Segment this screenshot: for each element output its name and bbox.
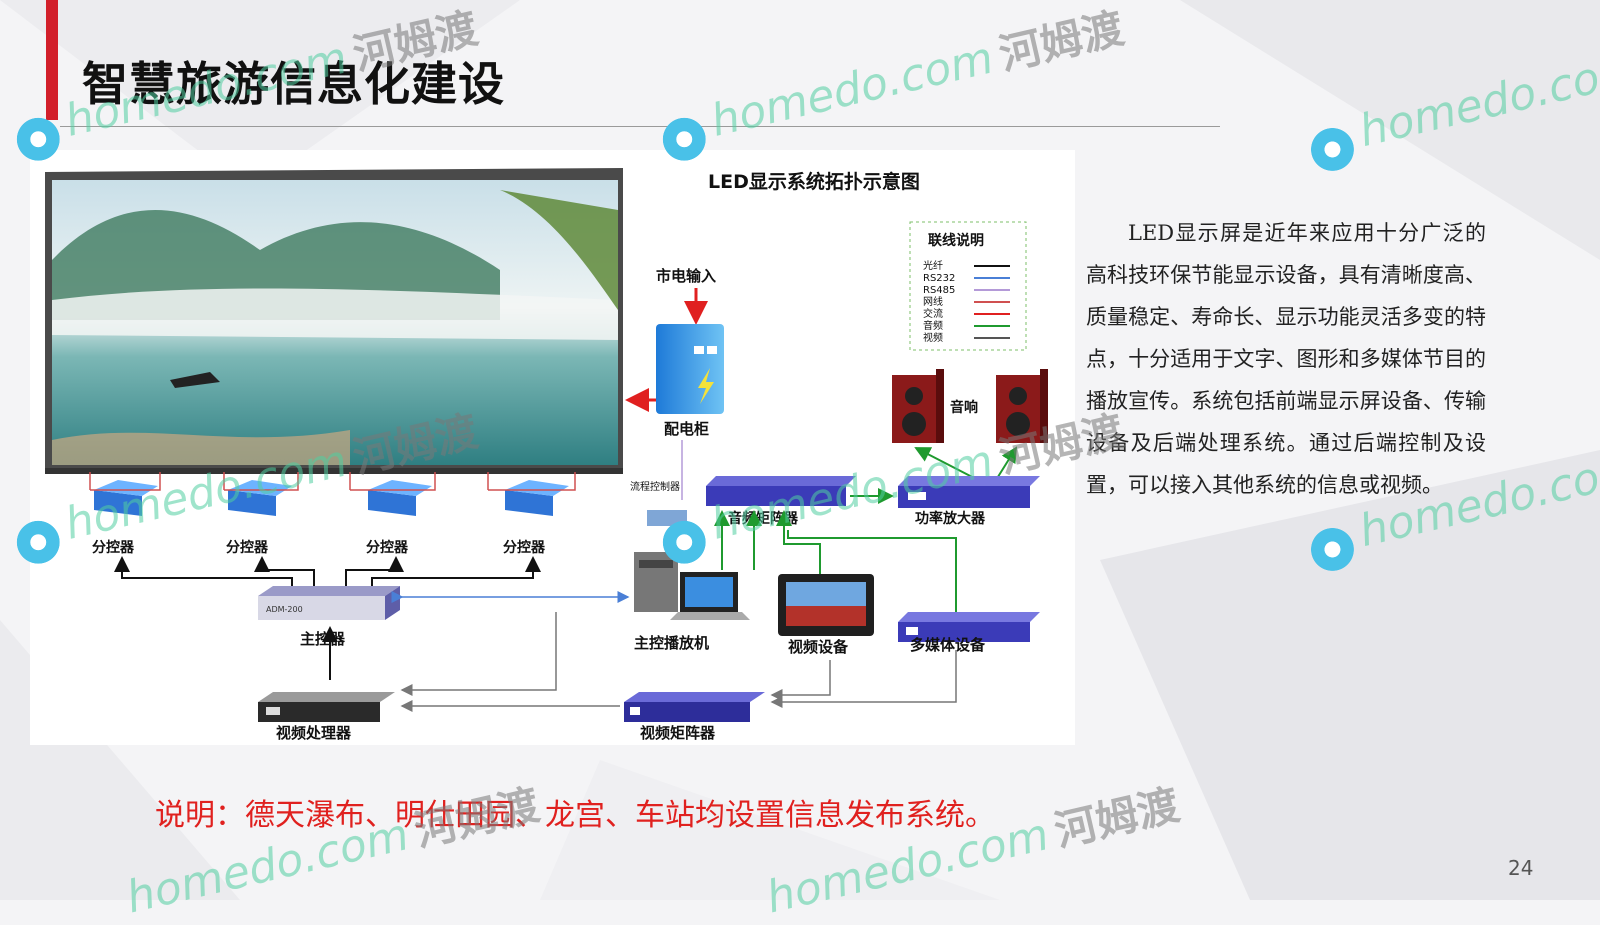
sub-controller-label: 分控器 [366, 539, 409, 556]
main-controller-icon: ADM-200 [258, 586, 400, 620]
legend-label: 视频 [923, 331, 943, 344]
sub-controller-group: 分控器 [92, 480, 158, 556]
main-controller-model: ADM-200 [266, 605, 303, 614]
led-topology-diagram: LED显示系统拓扑示意图 联线说明 光纤 RS232 RS485 网线 交 [30, 150, 1075, 745]
sub-controller-label: 分控器 [92, 539, 135, 556]
page-number: 24 [1508, 856, 1534, 880]
audio-lines [714, 510, 957, 612]
power-amp-label: 功率放大器 [915, 510, 986, 527]
slide-title: 智慧旅游信息化建设 [82, 57, 505, 111]
main-controller-label: 主控器 [300, 630, 346, 648]
legend-item: RS232 [923, 273, 1010, 284]
led-screen [45, 168, 623, 474]
legend-title: 联线说明 [928, 232, 984, 249]
video-processor-label: 视频处理器 [276, 724, 352, 742]
speaker-icon [892, 369, 944, 443]
power-cabinet-label: 配电柜 [664, 420, 709, 438]
power-input-label: 市电输入 [656, 267, 716, 285]
multimedia-device-icon [898, 612, 1040, 642]
legend-label: RS485 [923, 285, 955, 296]
sub-controller-label: 分控器 [503, 539, 546, 556]
legend-label: 光纤 [923, 259, 943, 272]
video-matrix-icon [624, 692, 765, 722]
legend-item: 光纤 [923, 259, 1010, 272]
video-lines [400, 612, 957, 712]
topology-svg: LED显示系统拓扑示意图 联线说明 光纤 RS232 RS485 网线 交 [45, 168, 1048, 742]
legend-item: RS485 [923, 285, 1010, 296]
video-device-label: 视频设备 [788, 638, 849, 656]
sub-controller-label: 分控器 [226, 539, 269, 556]
audio-matrix-icon [706, 476, 856, 506]
diagram-title: LED显示系统拓扑示意图 [708, 170, 920, 193]
title-accent-bar [46, 0, 58, 120]
sub-controller-group: 分控器 [366, 480, 432, 556]
multimedia-device-label: 多媒体设备 [910, 636, 986, 654]
sub-controller-group: 分控器 [226, 480, 292, 556]
legend-item: 视频 [923, 331, 1010, 344]
legend: 联线说明 光纤 RS232 RS485 网线 交流 音频 [909, 221, 1027, 351]
legend-label: 音频 [923, 319, 943, 332]
legend-item: 音频 [923, 319, 1010, 332]
network-lines [89, 472, 576, 491]
video-device-icon [778, 574, 874, 636]
power-amp-icon [898, 476, 1040, 508]
amp-to-speaker-left [914, 447, 979, 481]
main-player-label: 主控播放机 [634, 634, 709, 652]
video-matrix-label: 视频矩阵器 [640, 724, 716, 742]
amp-to-speaker-right [995, 446, 1018, 481]
speakers-label: 音响 [950, 399, 978, 416]
sub-controller-group: 分控器 [503, 480, 569, 556]
legend-item: 网线 [923, 295, 1010, 308]
main-player-icon [634, 552, 750, 620]
legend-label: 网线 [923, 295, 943, 308]
power-cabinet-icon [656, 324, 724, 414]
note-text: 说明：德天瀑布、明仕田园、龙宫、车站均设置信息发布系统。 [155, 798, 995, 833]
legend-item: 交流 [923, 307, 1010, 320]
video-processor-icon [258, 692, 395, 722]
audio-matrix-label: 音频矩阵器 [728, 510, 799, 527]
title-divider [60, 126, 1220, 127]
flow-control-label: 流程控制器 [630, 480, 680, 493]
fiber-lines [114, 556, 541, 680]
legend-label: RS232 [923, 273, 955, 284]
flow-control-icon [647, 510, 687, 526]
system-description: LED显示屏是近年来应用十分广泛的高科技环保节能显示设备，具有清晰度高、质量稳定… [1086, 221, 1486, 497]
legend-label: 交流 [923, 307, 943, 320]
speaker-icon [996, 369, 1048, 443]
